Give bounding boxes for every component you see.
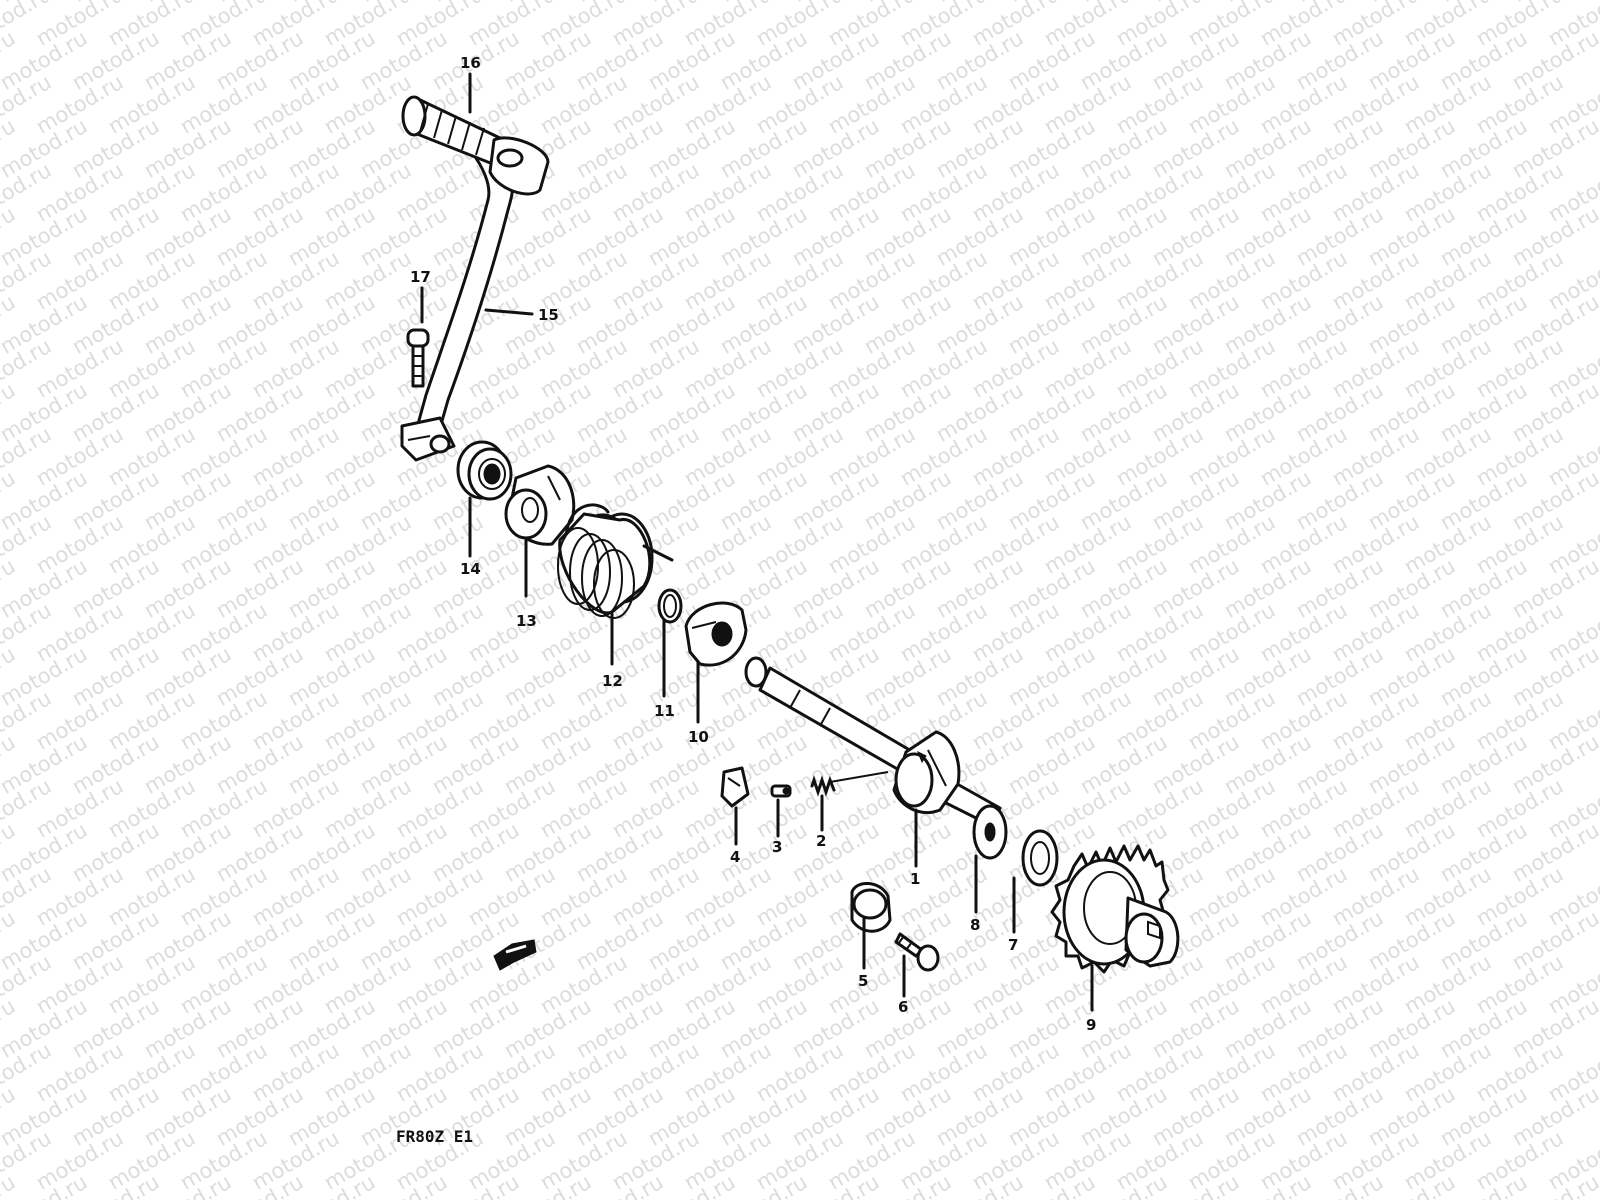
kick-guide bbox=[504, 464, 576, 546]
callout-11: 11 bbox=[654, 702, 675, 720]
callout-17: 17 bbox=[410, 268, 431, 286]
washer bbox=[972, 804, 1008, 860]
ratchet-pin bbox=[770, 784, 792, 798]
callout-4: 4 bbox=[730, 848, 740, 866]
bushing-cap bbox=[850, 882, 892, 933]
spring-guide-plate bbox=[684, 601, 748, 667]
callout-labels: 16 17 15 14 13 12 11 10 4 3 2 1 8 7 9 5 … bbox=[410, 54, 1096, 1034]
callout-2: 2 bbox=[816, 832, 826, 850]
callout-3: 3 bbox=[772, 838, 782, 856]
oil-seal bbox=[456, 440, 513, 501]
callout-8: 8 bbox=[970, 916, 980, 934]
kick-lever-grip bbox=[401, 95, 550, 196]
screw bbox=[894, 932, 940, 972]
callout-10: 10 bbox=[688, 728, 709, 746]
callout-15: 15 bbox=[538, 306, 559, 324]
callout-7: 7 bbox=[1008, 936, 1018, 954]
callout-14: 14 bbox=[460, 560, 481, 578]
callout-6: 6 bbox=[898, 998, 908, 1016]
kick-starter-ratchet bbox=[892, 730, 961, 814]
return-spring bbox=[557, 503, 674, 619]
callout-1: 1 bbox=[910, 870, 920, 888]
kick-idle-gear bbox=[1050, 844, 1180, 974]
kick-starter-shaft bbox=[744, 656, 1002, 828]
lever-bolt bbox=[406, 328, 430, 388]
callout-9: 9 bbox=[1086, 1016, 1096, 1034]
callout-16: 16 bbox=[460, 54, 481, 72]
ratchet-spring bbox=[810, 775, 836, 797]
assembly-line bbox=[829, 771, 889, 783]
kick-lever-arm bbox=[400, 148, 515, 462]
washer-inner bbox=[1021, 829, 1059, 887]
drawing-code: FR80Z E1 bbox=[396, 1127, 473, 1146]
callout-12: 12 bbox=[602, 672, 623, 690]
direction-arrow-icon bbox=[493, 939, 537, 971]
circlip bbox=[657, 588, 683, 624]
callout-5: 5 bbox=[858, 972, 868, 990]
leader-lines bbox=[420, 72, 1094, 1012]
kick-stopper bbox=[720, 766, 750, 808]
callout-13: 13 bbox=[516, 612, 537, 630]
